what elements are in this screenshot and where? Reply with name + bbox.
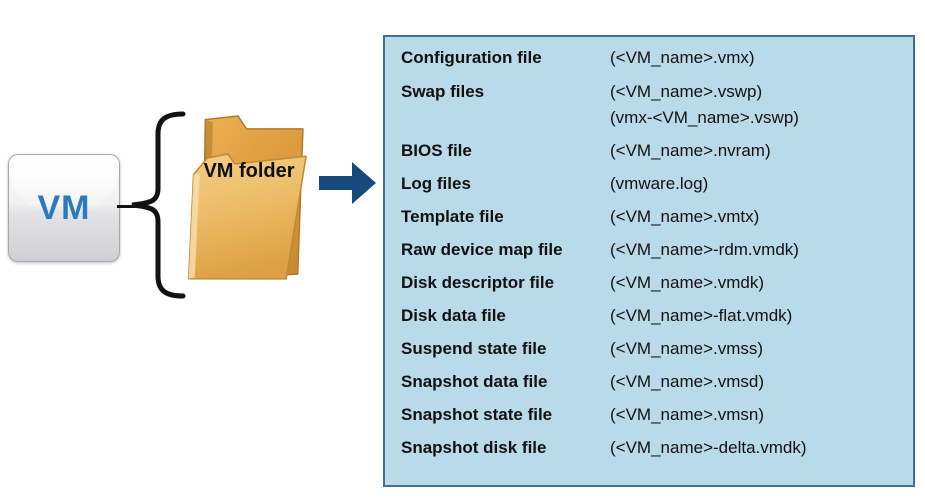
file-pattern: (<VM_name>.vmsn) (610, 405, 764, 424)
folder-label: VM folder (203, 160, 295, 182)
file-pattern: (<VM_name>.vmsd) (610, 372, 764, 391)
file-pattern: (<VM_name>.nvram) (610, 141, 771, 160)
file-pattern: (<VM_name>.vmx) (610, 48, 755, 67)
file-pattern: (<VM_name>-rdm.vmdk) (610, 240, 799, 259)
file-type-label: Suspend state file (401, 339, 547, 358)
file-type-label: Swap files (401, 82, 485, 101)
file-pattern: (vmx-<VM_name>.vswp) (610, 108, 799, 127)
file-row-snapshot-state: Snapshot state file (<VM_name>.vmsn) (401, 398, 899, 431)
right-arrow-icon (319, 162, 376, 204)
file-row-template: Template file (<VM_name>.vmtx) (401, 200, 899, 233)
file-type-label: Template file (401, 207, 504, 226)
file-pattern: (<VM_name>-flat.vmdk) (610, 306, 793, 325)
file-row-snapshot-disk: Snapshot disk file (<VM_name>-delta.vmdk… (401, 431, 899, 464)
file-type-label: Raw device map file (401, 240, 563, 259)
file-row-raw-device-map: Raw device map file (<VM_name>-rdm.vmdk) (401, 233, 899, 266)
file-row-snapshot-data: Snapshot data file (<VM_name>.vmsd) (401, 365, 899, 398)
file-pattern: (<VM_name>.vmss) (610, 339, 764, 358)
file-row-log: Log files (vmware.log) (401, 167, 899, 200)
file-pattern: (vmware.log) (610, 174, 709, 193)
file-type-label: Disk data file (401, 306, 506, 325)
file-pattern: (<VM_name>.vmdk) (610, 273, 764, 292)
file-type-label: Log files (401, 174, 471, 193)
file-pattern: (<VM_name>.vswp) (610, 82, 763, 101)
vm-box-label: VM (37, 188, 91, 227)
file-row-swap: Swap files (<VM_name>.vswp) (vmx-<VM_nam… (401, 74, 899, 134)
file-row-suspend-state: Suspend state file (<VM_name>.vmss) (401, 332, 899, 365)
vm-box: VM (8, 154, 120, 262)
file-type-label: Configuration file (401, 48, 542, 67)
file-pattern: (<VM_name>.vmtx) (610, 207, 760, 226)
vm-files-panel: Configuration file (<VM_name>.vmx) Swap … (383, 35, 915, 487)
file-pattern: (<VM_name>-delta.vmdk) (610, 438, 807, 457)
connector-line (117, 205, 135, 208)
file-type-label: BIOS file (401, 141, 472, 160)
file-row-disk-data: Disk data file (<VM_name>-flat.vmdk) (401, 299, 899, 332)
curly-brace-icon (131, 111, 186, 299)
file-type-label: Snapshot data file (401, 372, 548, 391)
file-type-label: Snapshot state file (401, 405, 553, 424)
file-type-label: Snapshot disk file (401, 438, 547, 457)
file-row-configuration: Configuration file (<VM_name>.vmx) (401, 41, 899, 74)
file-row-bios: BIOS file (<VM_name>.nvram) (401, 134, 899, 167)
file-type-label: Disk descriptor file (401, 273, 555, 292)
file-row-disk-descriptor: Disk descriptor file (<VM_name>.vmdk) (401, 266, 899, 299)
vm-folder-icon (187, 115, 307, 280)
